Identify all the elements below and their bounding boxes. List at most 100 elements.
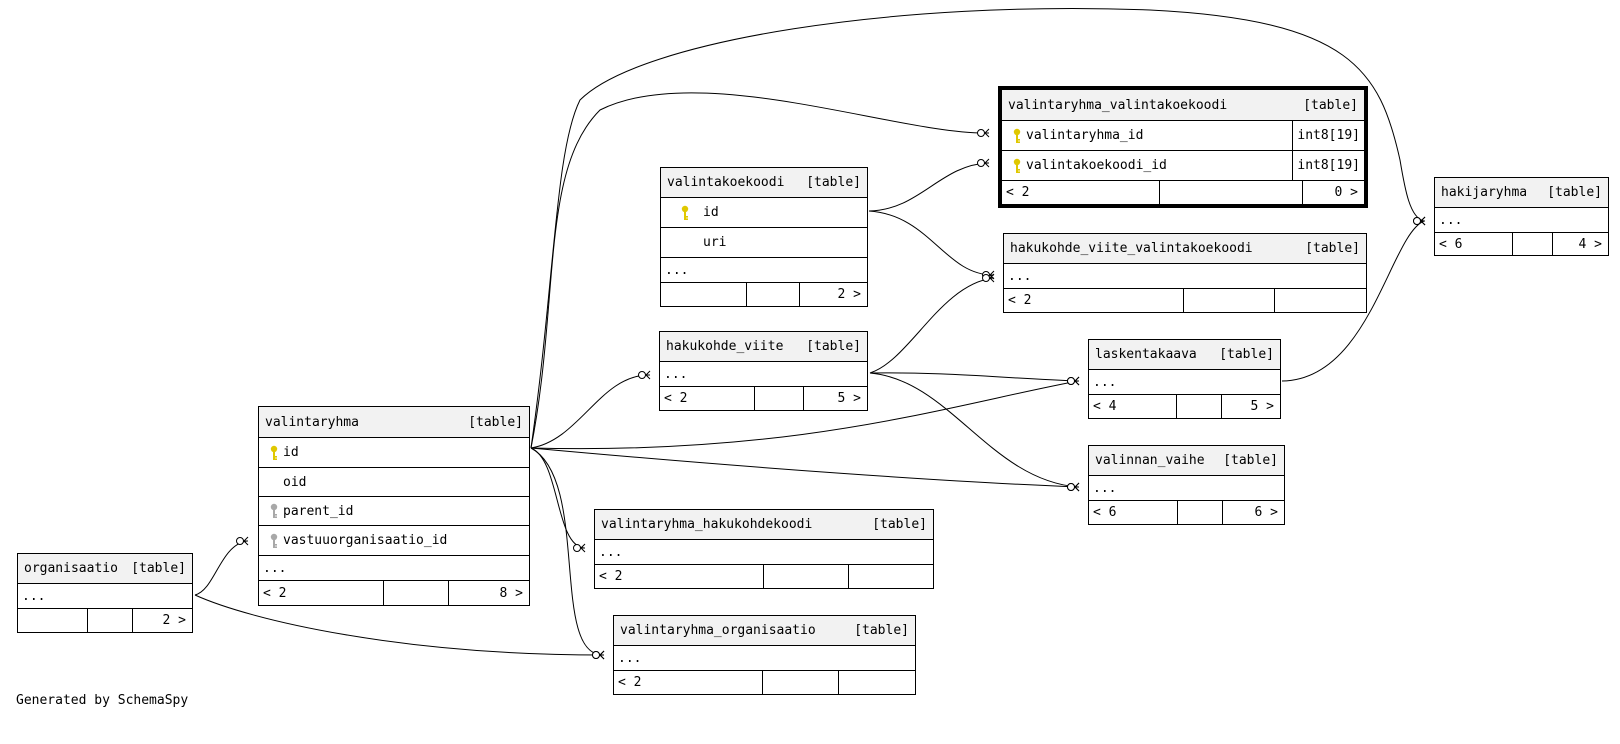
table-type-tag: [table] [854, 623, 909, 638]
table-footer: < 2 8 > [259, 580, 529, 605]
children-link[interactable] [1275, 289, 1366, 312]
table-footer: 2 > [661, 282, 867, 306]
table-type-tag: [table] [1223, 453, 1278, 468]
children-link[interactable]: 4 > [1578, 236, 1602, 252]
table-name[interactable]: valintaryhma_organisaatio [620, 623, 816, 638]
parents-link[interactable] [661, 283, 747, 306]
table-type-tag: [table] [131, 561, 186, 576]
column-row[interactable]: id [259, 437, 529, 467]
table-hakukohde_viite_valintakoekoodi[interactable]: hakukohde_viite_valintakoekoodi [table] … [1003, 233, 1367, 313]
edge-hakukohde_viite-hakukohde_viite_valintakoekoodi [869, 277, 994, 374]
primary-key-icon [265, 445, 283, 461]
column-type: int8[19] [1292, 151, 1364, 180]
edge-organisaatio-valintaryhma [194, 540, 248, 596]
parents-link[interactable]: < 4 [1089, 395, 1177, 418]
table-name[interactable]: valintaryhma [265, 414, 359, 430]
column-name: uri [703, 235, 727, 250]
column-name: vastuuorganisaatio_id [283, 533, 448, 548]
parents-link[interactable]: < 2 [1004, 289, 1184, 312]
children-link[interactable] [839, 671, 915, 694]
more-columns: ... [661, 257, 867, 282]
table-organisaatio[interactable]: organisaatio [table] ... 2 > [17, 553, 193, 633]
table-hakukohde_viite[interactable]: hakukohde_viite [table] ... < 2 5 > [659, 331, 868, 411]
table-header[interactable]: valintaryhma [table] [259, 407, 529, 437]
column-row[interactable]: parent_id [259, 496, 529, 525]
table-valinnan_vaihe[interactable]: valinnan_vaihe [table] ... < 6 6 > [1088, 445, 1285, 525]
parents-link[interactable]: < 2 [614, 671, 763, 694]
table-name[interactable]: hakijaryhma [1441, 185, 1528, 200]
parents-link[interactable]: < 2 [660, 387, 755, 410]
crows-foot-marker [977, 128, 990, 138]
children-link[interactable]: 2 > [162, 613, 186, 628]
table-header[interactable]: valintakoekoodi [table] [661, 168, 867, 197]
column-row[interactable]: id [661, 197, 867, 227]
table-type-tag: [table] [1305, 241, 1360, 256]
parents-link[interactable]: < 6 [1435, 233, 1513, 255]
table-type-tag: [table] [872, 517, 927, 532]
table-header[interactable]: valintaryhma_hakukohdekoodi [table] [595, 510, 933, 539]
table-name[interactable]: laskentakaava [1095, 347, 1197, 362]
table-header[interactable]: hakukohde_viite [table] [660, 332, 867, 361]
table-footer: < 2 5 > [660, 386, 867, 410]
children-link[interactable]: 5 > [1250, 399, 1274, 414]
edge-valintaryhma-valintaryhma_hakukohdekoodi [530, 447, 585, 549]
table-header[interactable]: hakukohde_viite_valintakoekoodi [table] [1004, 234, 1366, 263]
parents-link[interactable]: < 2 [1002, 181, 1160, 204]
children-link[interactable]: 8 > [499, 585, 523, 601]
table-header[interactable]: valintaryhma_organisaatio [table] [614, 616, 915, 645]
parents-link[interactable] [18, 609, 88, 632]
more-columns: ... [660, 361, 867, 386]
table-valintaryhma[interactable]: valintaryhma [table] id oid parent_id va… [258, 406, 530, 606]
children-link[interactable] [849, 565, 933, 588]
column-type: int8[19] [1292, 121, 1364, 150]
children-link[interactable]: 0 > [1334, 185, 1358, 200]
row-count [764, 565, 849, 588]
table-header[interactable]: valintaryhma_valintakoekoodi [table] [1002, 90, 1364, 120]
table-header[interactable]: hakijaryhma [table] [1435, 178, 1608, 207]
table-name[interactable]: valintakoekoodi [667, 175, 785, 190]
table-footer: < 6 6 > [1089, 500, 1284, 524]
children-link[interactable]: 5 > [837, 391, 861, 406]
table-name[interactable]: organisaatio [24, 561, 118, 576]
column-row[interactable]: valintaryhma_id int8[19] [1002, 120, 1364, 150]
row-count [747, 283, 800, 306]
table-laskentakaava[interactable]: laskentakaava [table] ... < 4 5 > [1088, 339, 1281, 419]
parents-link[interactable]: < 2 [259, 581, 384, 605]
table-valintaryhma_valintakoekoodi[interactable]: valintaryhma_valintakoekoodi [table] val… [998, 86, 1368, 208]
table-footer: < 4 5 > [1089, 394, 1280, 418]
table-name[interactable]: hakukohde_viite_valintakoekoodi [1010, 241, 1253, 256]
column-row[interactable]: uri [661, 227, 867, 257]
children-link[interactable]: 2 > [837, 287, 861, 302]
more-columns: ... [595, 539, 933, 564]
more-columns: ... [259, 555, 529, 580]
table-name[interactable]: valintaryhma_valintakoekoodi [1008, 97, 1228, 113]
edge-valintaryhma-valinnan_vaihe [530, 447, 1079, 488]
table-valintaryhma_organisaatio[interactable]: valintaryhma_organisaatio [table] ... < … [613, 615, 916, 695]
table-name[interactable]: valintaryhma_hakukohdekoodi [601, 517, 813, 532]
table-header[interactable]: organisaatio [table] [18, 554, 192, 583]
parents-link[interactable]: < 6 [1089, 501, 1178, 524]
column-row[interactable]: vastuuorganisaatio_id [259, 525, 529, 555]
more-columns: ... [1004, 263, 1366, 288]
parents-link[interactable]: < 2 [595, 565, 764, 588]
primary-key-icon [667, 205, 703, 221]
edge-valintaryhma-hakukohde_viite [530, 374, 650, 449]
row-count [1513, 233, 1553, 255]
row-count [755, 387, 804, 410]
table-header[interactable]: valinnan_vaihe [table] [1089, 446, 1284, 475]
table-valintaryhma_hakukohdekoodi[interactable]: valintaryhma_hakukohdekoodi [table] ... … [594, 509, 934, 589]
table-valintakoekoodi[interactable]: valintakoekoodi [table] id uri ... 2 > [660, 167, 868, 307]
table-footer: < 6 4 > [1435, 232, 1608, 255]
edge-hakukohde_viite-laskentakaava [869, 372, 1079, 382]
column-row[interactable]: valintakoekoodi_id int8[19] [1002, 150, 1364, 180]
table-name[interactable]: hakukohde_viite [666, 339, 784, 354]
table-header[interactable]: laskentakaava [table] [1089, 340, 1280, 369]
column-name: oid [283, 474, 307, 490]
table-hakijaryhma[interactable]: hakijaryhma [table] ... < 6 4 > [1434, 177, 1609, 256]
table-footer: < 2 [1004, 288, 1366, 312]
table-name[interactable]: valinnan_vaihe [1095, 453, 1205, 468]
crows-foot-marker [977, 158, 990, 168]
column-row[interactable]: oid [259, 467, 529, 496]
children-link[interactable]: 6 > [1254, 505, 1278, 520]
